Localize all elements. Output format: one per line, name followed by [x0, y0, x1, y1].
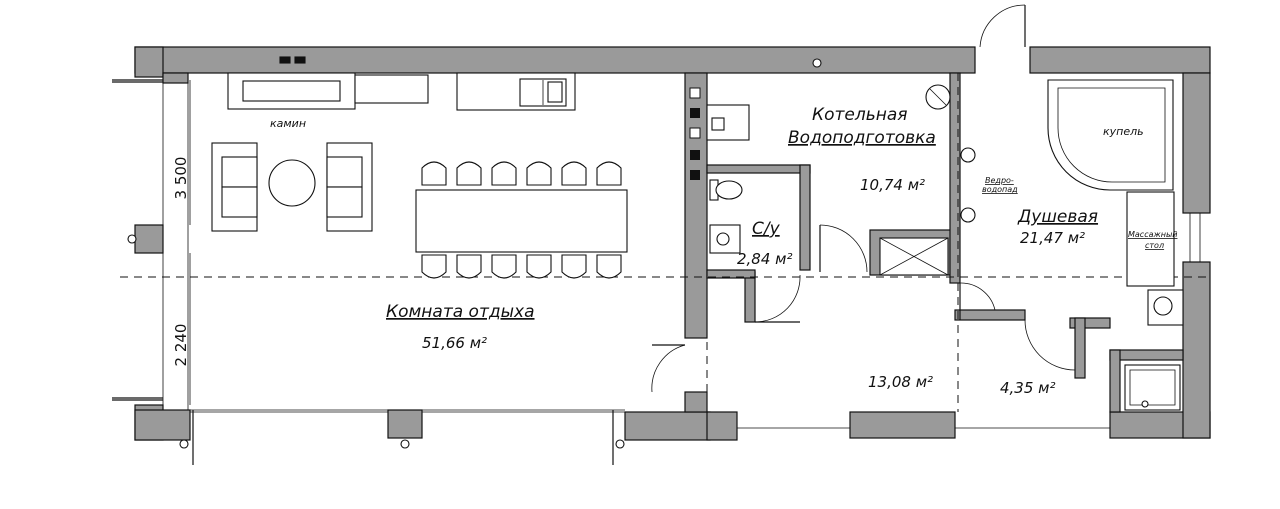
dining-chair — [491, 161, 517, 186]
shower-name: Душевая — [1017, 207, 1098, 227]
dining-chair — [491, 254, 517, 279]
dining-chair — [526, 254, 552, 279]
shower-tray — [1124, 364, 1181, 411]
exterior-walls — [134, 46, 1211, 441]
shower-sink — [1147, 289, 1184, 326]
shower-area: 21,47 м² — [1020, 229, 1085, 247]
dining-chair — [421, 161, 447, 186]
wc-area: 2,84 м² — [737, 250, 793, 268]
dining-chair — [421, 254, 447, 279]
hall-area: 13,08 м² — [868, 373, 933, 391]
dining-chair — [561, 254, 587, 279]
dining-chair — [596, 161, 622, 186]
armchair-right — [326, 142, 373, 232]
plunge-pool-label: купель — [1103, 125, 1144, 138]
massage-table-label-1: Массажный — [1128, 230, 1177, 239]
boiler-area: 10,74 м² — [860, 176, 925, 194]
doors — [651, 4, 1076, 393]
bucket-label-1: Ведро- — [985, 176, 1014, 185]
dining-chair — [596, 254, 622, 279]
rest-room-area: 51,66 м² — [422, 334, 487, 352]
dining-chair — [561, 161, 587, 186]
dining-chair — [456, 161, 482, 186]
dining-chair — [526, 161, 552, 186]
wc-sink — [709, 224, 741, 254]
wc-name: С/у — [752, 219, 781, 239]
coffee-table — [268, 159, 316, 207]
massage-table-label-2: стол — [1145, 241, 1164, 250]
kitchen-counter — [456, 72, 576, 111]
dimension-lower: 2 240 — [172, 324, 190, 367]
armchair-left — [211, 142, 258, 232]
dining-chair — [456, 254, 482, 279]
dining-chairs — [421, 161, 622, 279]
wall-panels — [689, 87, 701, 180]
boiler-equipment — [706, 84, 951, 141]
boiler-name-2: Водоподготовка — [788, 128, 936, 148]
interior-walls — [684, 72, 1184, 413]
small-room-area: 4,35 м² — [1000, 379, 1056, 397]
plunge-pool — [1047, 79, 1174, 191]
rest-room-name: Комната отдыха — [386, 302, 535, 322]
windows — [112, 58, 1201, 465]
fireplace-label: камин — [270, 117, 306, 130]
boiler-name-1: Котельная — [812, 105, 907, 125]
fireplace — [227, 56, 429, 110]
dining-table — [415, 189, 628, 253]
massage-table — [1126, 191, 1175, 287]
toilet — [709, 179, 743, 201]
dimension-upper: 3 500 — [172, 157, 190, 200]
showers — [960, 147, 976, 223]
bucket-label-2: водопад — [982, 185, 1018, 194]
axis-lines — [120, 73, 1210, 412]
